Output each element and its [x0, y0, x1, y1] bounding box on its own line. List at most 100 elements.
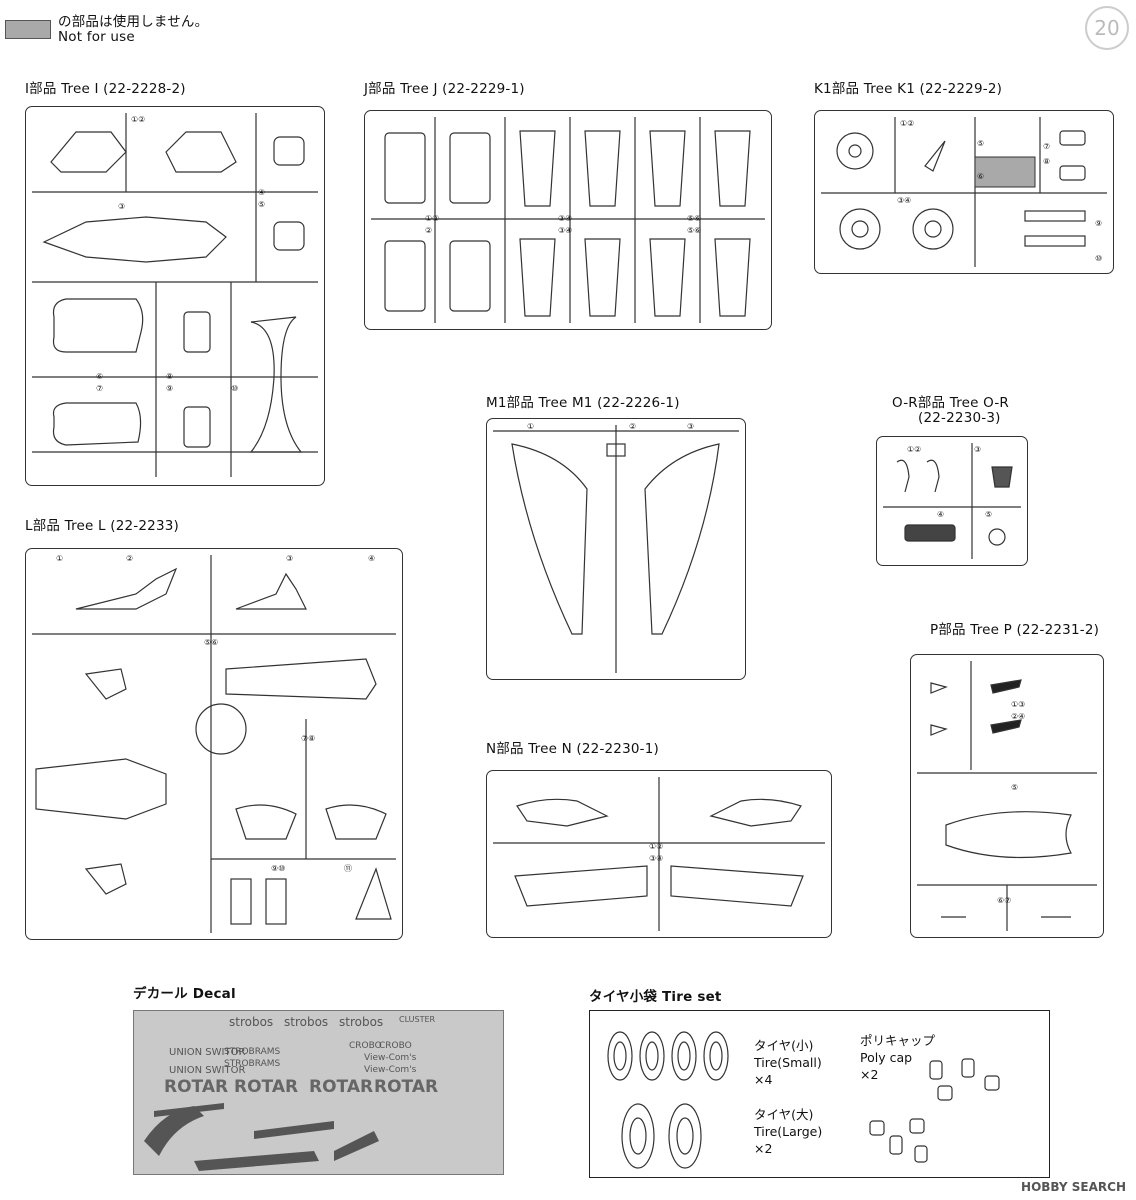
tire-small-jp: タイヤ(小)	[754, 1038, 814, 1053]
tire-set-drawing	[607, 1031, 1000, 1169]
svg-text:⑩: ⑩	[231, 384, 238, 393]
decal-text: CROBO	[379, 1041, 412, 1051]
decal-stripes	[144, 1103, 379, 1171]
svg-text:①②: ①②	[649, 842, 663, 851]
tire-large-en: Tire(Large)	[754, 1124, 823, 1139]
poly-cap-jp: ポリキャップ	[860, 1033, 936, 1048]
decal-text: STROBRAMS	[224, 1059, 281, 1069]
tree-or-code: (22-2230-3)	[918, 410, 1001, 426]
page-number: 20	[1085, 6, 1129, 50]
svg-text:③: ③	[118, 202, 125, 211]
svg-text:⑦⑧: ⑦⑧	[301, 734, 315, 743]
svg-text:③④: ③④	[558, 214, 572, 223]
tree-n-title: N部品 Tree N (22-2230-1)	[486, 741, 659, 757]
svg-text:⑨: ⑨	[1095, 219, 1102, 228]
svg-text:②: ②	[629, 422, 636, 431]
tree-n-part-numbers: ①② ③④	[649, 842, 663, 863]
svg-text:①②: ①②	[900, 119, 914, 128]
decal-text: strobos	[284, 1015, 329, 1029]
svg-text:⑨⑩: ⑨⑩	[271, 864, 285, 873]
decal-text: ROTAR	[309, 1077, 374, 1097]
svg-text:⑤: ⑤	[977, 139, 984, 148]
decal-text: View-Com's	[364, 1065, 417, 1075]
svg-text:⑧: ⑧	[166, 372, 173, 381]
svg-text:②④: ②④	[1011, 712, 1025, 721]
tree-or-title: O-R部品 Tree O-R	[892, 395, 1010, 411]
svg-text:④: ④	[258, 188, 265, 197]
svg-text:⑤: ⑤	[258, 200, 265, 209]
svg-text:⑤: ⑤	[985, 510, 992, 519]
decal-text: strobos	[339, 1015, 384, 1029]
svg-text:⑧: ⑧	[1043, 157, 1050, 166]
svg-text:①②: ①②	[425, 214, 439, 223]
decal-text: strobos	[229, 1015, 274, 1029]
tire-set-box: タイヤ(小) Tire(Small) ×4 タイヤ(大) Tire(Large)…	[589, 1010, 1050, 1178]
svg-text:⑤: ⑤	[1011, 783, 1018, 792]
tire-small-qty: ×4	[754, 1072, 773, 1087]
svg-text:⑨: ⑨	[166, 384, 173, 393]
tree-m1-title: M1部品 Tree M1 (22-2226-1)	[486, 395, 680, 411]
legend-en: Not for use	[58, 29, 135, 45]
tree-i-frame: ①② ③ ④ ⑤ ⑥ ⑦ ⑧ ⑨ ⑩	[25, 106, 325, 486]
tree-k1-title: K1部品 Tree K1 (22-2229-2)	[814, 81, 1003, 97]
svg-text:③: ③	[687, 422, 694, 431]
svg-text:⑤⑥: ⑤⑥	[204, 638, 218, 647]
decal-text: ROTAR	[374, 1077, 439, 1097]
k1-not-for-use-part	[974, 156, 1036, 188]
svg-text:①: ①	[56, 554, 63, 563]
svg-text:④: ④	[937, 510, 944, 519]
svg-text:③④: ③④	[897, 196, 911, 205]
decal-text: View-Com's	[364, 1053, 417, 1063]
svg-text:⑥: ⑥	[96, 372, 103, 381]
tire-small-en: Tire(Small)	[754, 1055, 822, 1070]
tire-set-title: タイヤ小袋 Tire set	[589, 989, 722, 1005]
decal-text: STROBRAMS	[224, 1047, 281, 1057]
legend-jp: の部品は使用しません。	[58, 14, 209, 30]
tree-m1-part-numbers: ① ② ③	[527, 422, 694, 431]
svg-text:③④: ③④	[649, 854, 663, 863]
svg-text:⑥⑦: ⑥⑦	[997, 896, 1011, 905]
poly-cap-en: Poly cap	[860, 1050, 913, 1065]
tree-i-title: I部品 Tree I (22-2228-2)	[25, 81, 186, 97]
svg-text:③④: ③④	[558, 226, 572, 235]
tire-large-jp: タイヤ(大)	[754, 1107, 814, 1122]
tree-p-title: P部品 Tree P (22-2231-2)	[930, 622, 1100, 638]
svg-text:⑤⑥: ⑤⑥	[687, 214, 701, 223]
tree-m1-frame: ① ② ③	[486, 418, 746, 680]
svg-text:①②: ①②	[131, 115, 145, 124]
decal-sheet: strobos strobos strobos CLUSTER UNION SW…	[133, 1010, 504, 1175]
svg-text:③: ③	[974, 445, 981, 454]
decal-title: デカール Decal	[133, 986, 236, 1002]
tree-n-frame: ①② ③④	[486, 770, 832, 938]
tree-i-drawing: ①② ③ ④ ⑤ ⑥ ⑦ ⑧ ⑨ ⑩	[32, 113, 318, 477]
svg-text:⑦: ⑦	[96, 384, 103, 393]
svg-text:①: ①	[527, 422, 534, 431]
svg-text:⑩: ⑩	[1095, 254, 1102, 263]
tree-m1-drawing: ① ② ③	[493, 422, 739, 673]
decal-text: ROTAR	[164, 1077, 229, 1097]
svg-text:⑦: ⑦	[1043, 142, 1050, 151]
decal-text: CLUSTER	[399, 1015, 436, 1024]
svg-text:⑤⑥: ⑤⑥	[687, 226, 701, 235]
svg-text:④: ④	[368, 554, 375, 563]
decal-text: UNION SWITOR	[169, 1065, 246, 1076]
tire-large-qty: ×2	[754, 1141, 773, 1156]
not-for-use-swatch	[5, 20, 51, 39]
svg-text:②: ②	[126, 554, 133, 563]
tree-j-title: J部品 Tree J (22-2229-1)	[364, 81, 525, 97]
